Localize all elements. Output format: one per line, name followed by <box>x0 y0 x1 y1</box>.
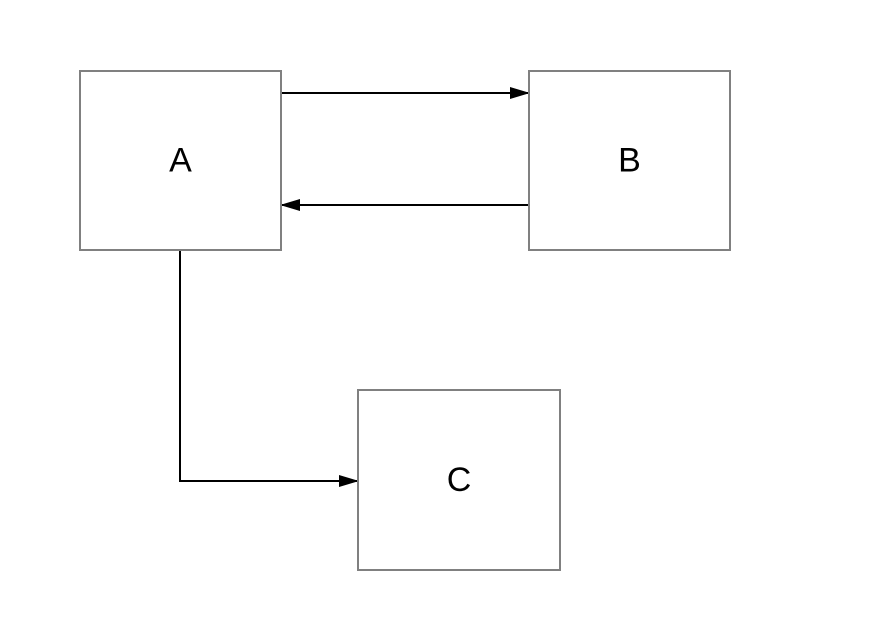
edge-a-to-c <box>179 250 359 487</box>
node-b-label: B <box>618 142 641 180</box>
node-c-box <box>357 389 561 571</box>
node-a-label: A <box>169 142 192 180</box>
nodes-layer: A B C <box>79 70 731 571</box>
edges-layer <box>179 87 530 487</box>
node-c-label: C <box>447 461 472 499</box>
node-a-box <box>79 70 282 251</box>
node-b-box <box>528 70 731 251</box>
